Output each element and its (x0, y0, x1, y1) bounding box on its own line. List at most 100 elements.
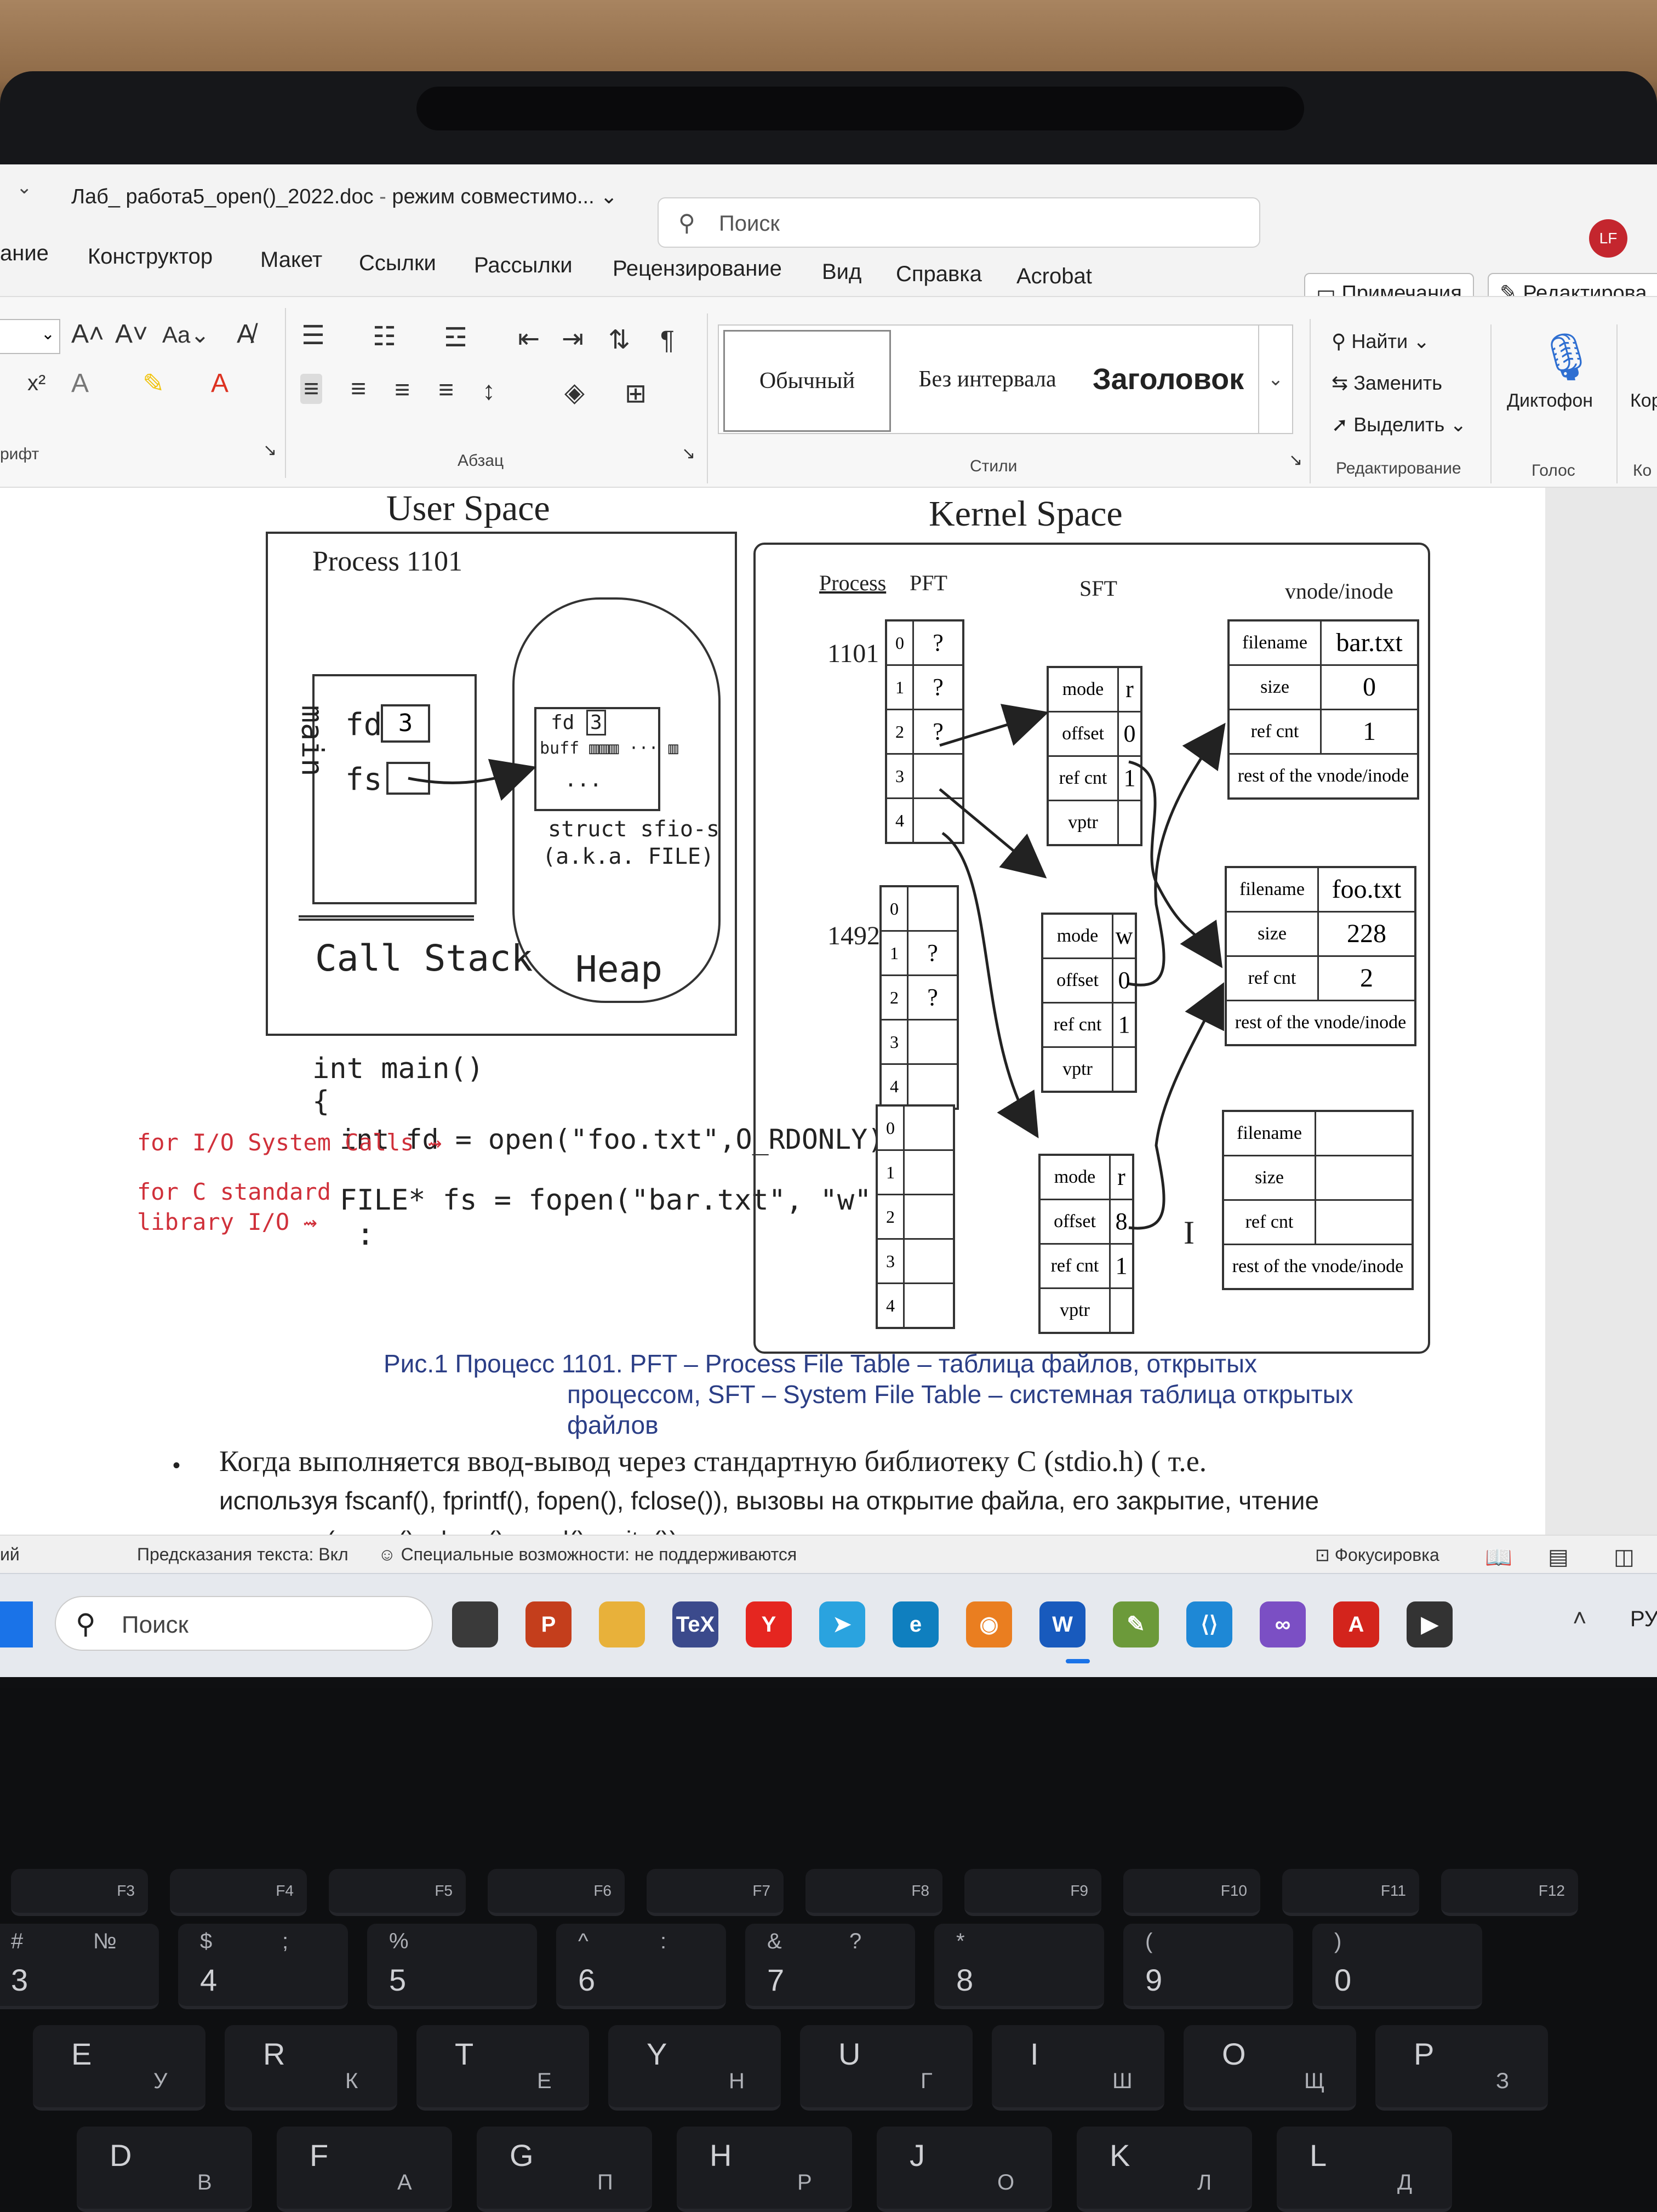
fn-key-f7[interactable]: F7 (647, 1869, 784, 1916)
line-spacing-icon[interactable]: ↕ (482, 377, 495, 406)
number-key-4[interactable]: $4; (178, 1924, 348, 2009)
fn-key-f12[interactable]: F12 (1441, 1869, 1578, 1916)
borders-icon[interactable]: ⊞ (625, 379, 647, 408)
pilcrow-icon[interactable]: ¶ (660, 326, 675, 355)
sort-icon[interactable]: ⇅ (608, 326, 631, 355)
bullet-paragraph[interactable]: Когда выполняется ввод-вывод через станд… (219, 1441, 1479, 1540)
gallery-more-icon[interactable]: ⌄ (1258, 326, 1292, 433)
taskbar-word-icon[interactable]: W (1039, 1601, 1085, 1647)
justify-icon[interactable]: ≡ (438, 375, 454, 404)
taskbar-file-explorer-icon[interactable] (599, 1601, 645, 1647)
tab-mailings[interactable]: Рассылки (474, 253, 573, 277)
taskbar-texstudio-icon[interactable]: TeX (672, 1601, 718, 1647)
find-button[interactable]: ⚲ Найти ⌄ (1332, 330, 1430, 352)
taskbar-task-view-icon[interactable] (452, 1601, 498, 1647)
number-key-9[interactable]: (9 (1123, 1924, 1293, 2009)
styles-dialog-launcher-icon[interactable]: ↘ (1289, 451, 1303, 469)
align-center-icon[interactable]: ≡ (351, 374, 367, 403)
fn-key-f3[interactable]: F3 (11, 1869, 148, 1916)
taskbar-powerpoint-icon[interactable]: P (525, 1601, 572, 1647)
tab-layout[interactable]: Макет (260, 248, 323, 272)
tab-view[interactable]: Вид (822, 260, 862, 284)
clear-formatting-icon[interactable]: A̸ (237, 320, 255, 349)
grow-font-icon[interactable]: A˄ (71, 320, 105, 349)
number-key-5[interactable]: %5 (367, 1924, 537, 2009)
number-key-8[interactable]: *8 (934, 1924, 1104, 2009)
taskbar-search-input[interactable]: ⚲ Поиск (55, 1596, 433, 1651)
taskbar-notepad-icon[interactable]: ✎ (1113, 1601, 1159, 1647)
number-key-6[interactable]: ^6: (556, 1924, 726, 2009)
focus-mode-button[interactable]: ⊡ Фокусировка (1315, 1545, 1439, 1565)
text-predictions-status[interactable]: Предсказания текста: Вкл (137, 1544, 348, 1564)
fn-key-f6[interactable]: F6 (488, 1869, 625, 1916)
taskbar-vscode-icon[interactable]: ⟨⟩ (1186, 1601, 1232, 1647)
print-layout-icon[interactable]: ▤ (1548, 1545, 1569, 1569)
title-search-input[interactable]: ⚲ Поиск (658, 197, 1260, 248)
status-word-count[interactable]: ий (0, 1544, 20, 1564)
tab-insert[interactable]: ание (0, 241, 49, 265)
taskbar-acrobat-icon[interactable]: A (1333, 1601, 1379, 1647)
paragraph-dialog-launcher-icon[interactable]: ↘ (682, 444, 696, 463)
replace-button[interactable]: ⇆ Заменить (1332, 372, 1442, 395)
style-no-spacing[interactable]: Без интервала (918, 367, 1056, 392)
taskbar-telegram-icon[interactable]: ➤ (819, 1601, 865, 1647)
web-layout-icon[interactable]: ◫ (1614, 1545, 1635, 1569)
fn-key-f9[interactable]: F9 (964, 1869, 1101, 1916)
taskbar-edge-icon[interactable]: e (893, 1601, 939, 1647)
tab-references[interactable]: Ссылки (359, 251, 436, 275)
style-normal[interactable]: Обычный (723, 330, 891, 432)
avatar[interactable]: LF (1589, 219, 1627, 258)
dictate-button[interactable]: Диктофон (1507, 390, 1593, 411)
quick-access-chevron-icon[interactable]: ⌄ (16, 177, 32, 198)
number-key-7[interactable]: &7? (745, 1924, 915, 2009)
language-indicator[interactable]: РУ (1630, 1607, 1657, 1631)
select-button[interactable]: ➚ Выделить ⌄ (1332, 413, 1467, 436)
shading-icon[interactable]: ◈ (564, 378, 585, 407)
document-page[interactable]: User Space Process 1101 main fd 3 fs Cal… (0, 488, 1545, 1551)
font-color-icon[interactable]: A (211, 369, 229, 398)
start-button-icon[interactable] (0, 1601, 33, 1647)
text-effects-icon[interactable]: A (71, 369, 89, 398)
shrink-font-icon[interactable]: A˅ (115, 320, 148, 349)
highlight-icon[interactable]: ✎ (142, 369, 165, 398)
numbering-icon[interactable]: ☷ (373, 322, 397, 351)
fn-key-f10[interactable]: F10 (1123, 1869, 1260, 1916)
tab-help[interactable]: Справка (896, 262, 982, 286)
tab-review[interactable]: Рецензирование (613, 256, 782, 281)
font-size-dropdown[interactable]: ⌄ (0, 319, 60, 354)
fn-key-f4[interactable]: F4 (170, 1869, 307, 1916)
read-mode-icon[interactable]: 📖 (1485, 1546, 1512, 1570)
increase-indent-icon[interactable]: ⇥ (562, 324, 584, 354)
align-right-icon[interactable]: ≡ (395, 375, 410, 404)
ribbon-cut-off-button[interactable]: Кор (1630, 390, 1657, 411)
tab-design[interactable]: Конструктор (88, 244, 213, 269)
align-left-icon[interactable]: ≡ (300, 374, 323, 404)
tab-acrobat[interactable]: Acrobat (1016, 264, 1092, 288)
bullets-icon[interactable]: ☰ (301, 321, 325, 350)
font-dialog-launcher-icon[interactable]: ↘ (263, 441, 277, 459)
change-case-button[interactable]: Aa⌄ (162, 322, 210, 347)
taskbar-visual-studio-icon[interactable]: ∞ (1260, 1601, 1306, 1647)
document-title[interactable]: Лаб_ работа5_open()_2022.doc - режим сов… (71, 184, 618, 209)
tray-overflow-icon[interactable]: ˄ (1573, 1605, 1587, 1632)
decrease-indent-icon[interactable]: ⇤ (518, 324, 540, 354)
style-heading[interactable]: Заголовок (1092, 363, 1244, 396)
taskbar-yandex-icon[interactable]: Y (746, 1601, 792, 1647)
fn-key-f5[interactable]: F5 (329, 1869, 466, 1916)
fn-key-f11[interactable]: F11 (1282, 1869, 1419, 1916)
number-key-0[interactable]: )0 (1312, 1924, 1482, 2009)
taskbar-openvpn-icon[interactable]: ◉ (966, 1601, 1012, 1647)
